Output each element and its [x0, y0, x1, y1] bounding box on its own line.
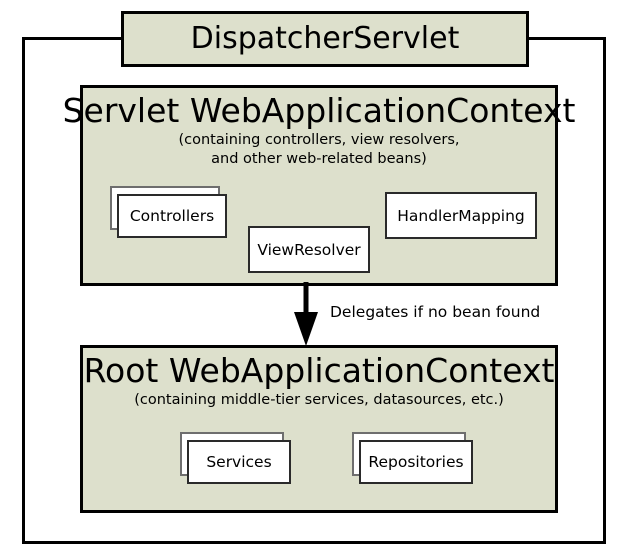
root-webapplicationcontext-box: Root WebApplicationContext (containing m… [80, 345, 558, 513]
view-resolver-box: ViewResolver [248, 226, 370, 273]
handler-mapping-box: HandlerMapping [385, 192, 537, 239]
repositories-label: Repositories [368, 453, 464, 471]
view-resolver-label: ViewResolver [257, 240, 361, 259]
servlet-webapplicationcontext-box: Servlet WebApplicationContext (containin… [63, 85, 575, 286]
dispatcher-servlet-box: DispatcherServlet [121, 11, 529, 67]
dispatcher-servlet-label: DispatcherServlet [190, 21, 460, 57]
servlet-context-title: Servlet WebApplicationContext [62, 91, 576, 130]
servlet-context-subtitle: (containing controllers, view resolvers,… [178, 132, 460, 167]
services-label: Services [206, 453, 272, 471]
root-context-title: Root WebApplicationContext [83, 351, 555, 390]
services-box: Services [187, 440, 291, 484]
controllers-box: Controllers [117, 194, 227, 238]
root-context-subtitle: (containing middle-tier services, dataso… [134, 392, 504, 408]
delegates-arrow-icon [294, 282, 318, 346]
handler-mapping-label: HandlerMapping [397, 206, 525, 225]
delegates-arrow-label: Delegates if no bean found [330, 303, 541, 321]
repositories-box: Repositories [359, 440, 473, 484]
controllers-label: Controllers [129, 207, 215, 225]
